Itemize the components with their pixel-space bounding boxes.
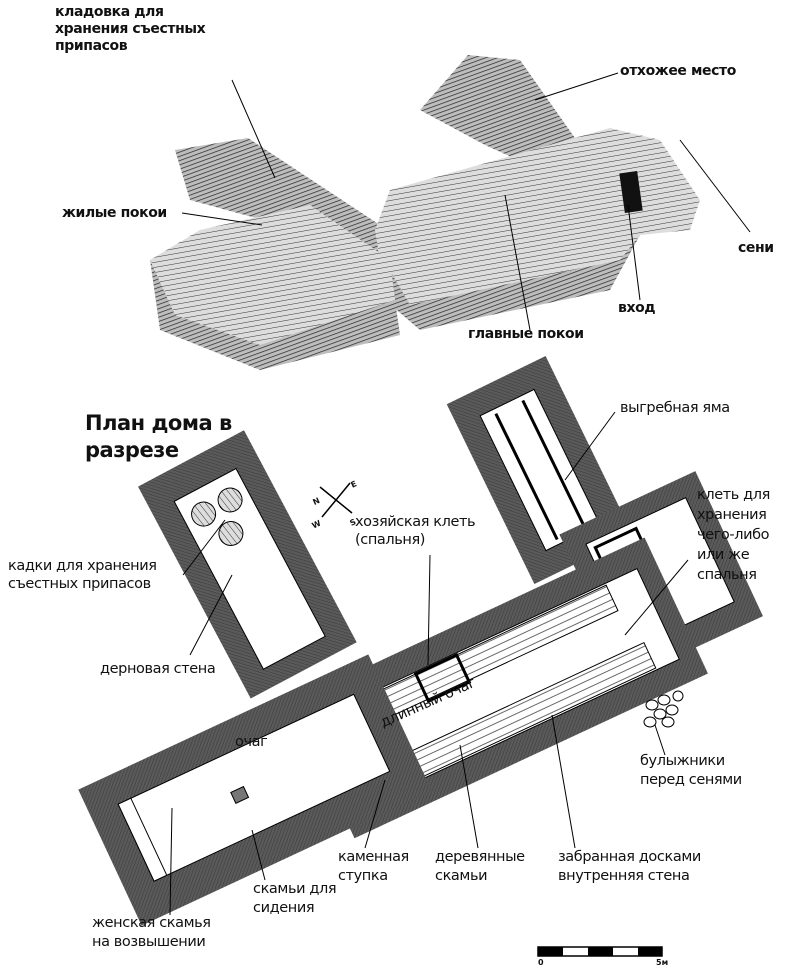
scale-bar (537, 946, 663, 957)
leader-benches (459, 744, 479, 849)
entrance-door (619, 170, 643, 214)
label-vestibule: сени (738, 240, 774, 256)
leader-entrance (627, 204, 641, 301)
leader-womens-bench (169, 807, 173, 916)
leader-main-hall (504, 194, 531, 331)
leader-plank-wall (551, 714, 576, 849)
label-wooden-benches: деревянные скамьи (435, 849, 525, 884)
cobblestones (643, 690, 684, 728)
leader-tubs (182, 519, 226, 576)
tub (218, 521, 244, 547)
leader-vestibule (679, 139, 751, 233)
top-view-drawing (150, 55, 751, 370)
label-pantry: кладовка для хранения съестных припасов (55, 4, 206, 54)
leader-seating (251, 829, 266, 881)
leader-living (181, 212, 263, 226)
label-womens-bench: женская скамья на возвышении (92, 915, 211, 950)
leader-master-bedroom (427, 554, 431, 666)
label-living-quarters: жилые покои (62, 205, 167, 221)
label-cesspit: выгребная яма (620, 400, 730, 416)
hearth-stone (230, 785, 250, 805)
label-plank-wall: забранная досками внутренняя стена (558, 849, 701, 884)
living-quarters-mound (150, 205, 395, 345)
label-seating-benches: скамьи для сидения (253, 881, 337, 916)
label-stone-mortar: каменная ступка (338, 849, 409, 884)
latrine-mound (420, 55, 575, 170)
label-main-hall: главные покои (468, 326, 584, 342)
living-quarters-base (150, 260, 400, 370)
label-store-room: клеть для хранения чего-либо или же спал… (697, 487, 770, 583)
compass-rose-icon (319, 482, 353, 518)
leader-latrine (534, 72, 619, 101)
leader-store-room (624, 559, 689, 636)
label-cobbles: булыжники перед сенями (640, 753, 742, 788)
main-hall-mound (375, 128, 700, 305)
leader-pantry (231, 79, 276, 179)
floor-plan (78, 356, 763, 957)
label-entrance: вход (618, 300, 656, 316)
master-bedroom-box (413, 652, 472, 704)
label-latrine: отхожее место (620, 63, 736, 79)
leader-turf-wall (189, 574, 233, 656)
womens-bench (117, 797, 168, 882)
scale-end: 5м (656, 958, 669, 967)
label-hearth: очаг (235, 734, 268, 750)
label-turf-wall: дерновая стена (100, 661, 216, 677)
main-hall-base (375, 235, 640, 330)
leader-cesspit (564, 411, 616, 481)
label-food-tubs: кадки для хранения съестных припасов (8, 558, 157, 592)
leader-mortar (364, 779, 386, 849)
label-master-bedroom: хозяйская клеть (спальня) (355, 514, 476, 548)
tub (191, 501, 217, 527)
plan-title: План дома в разрезе (85, 411, 232, 462)
tub (217, 487, 243, 513)
leader-cobbles (654, 724, 666, 756)
scale-start: 0 (538, 958, 544, 967)
